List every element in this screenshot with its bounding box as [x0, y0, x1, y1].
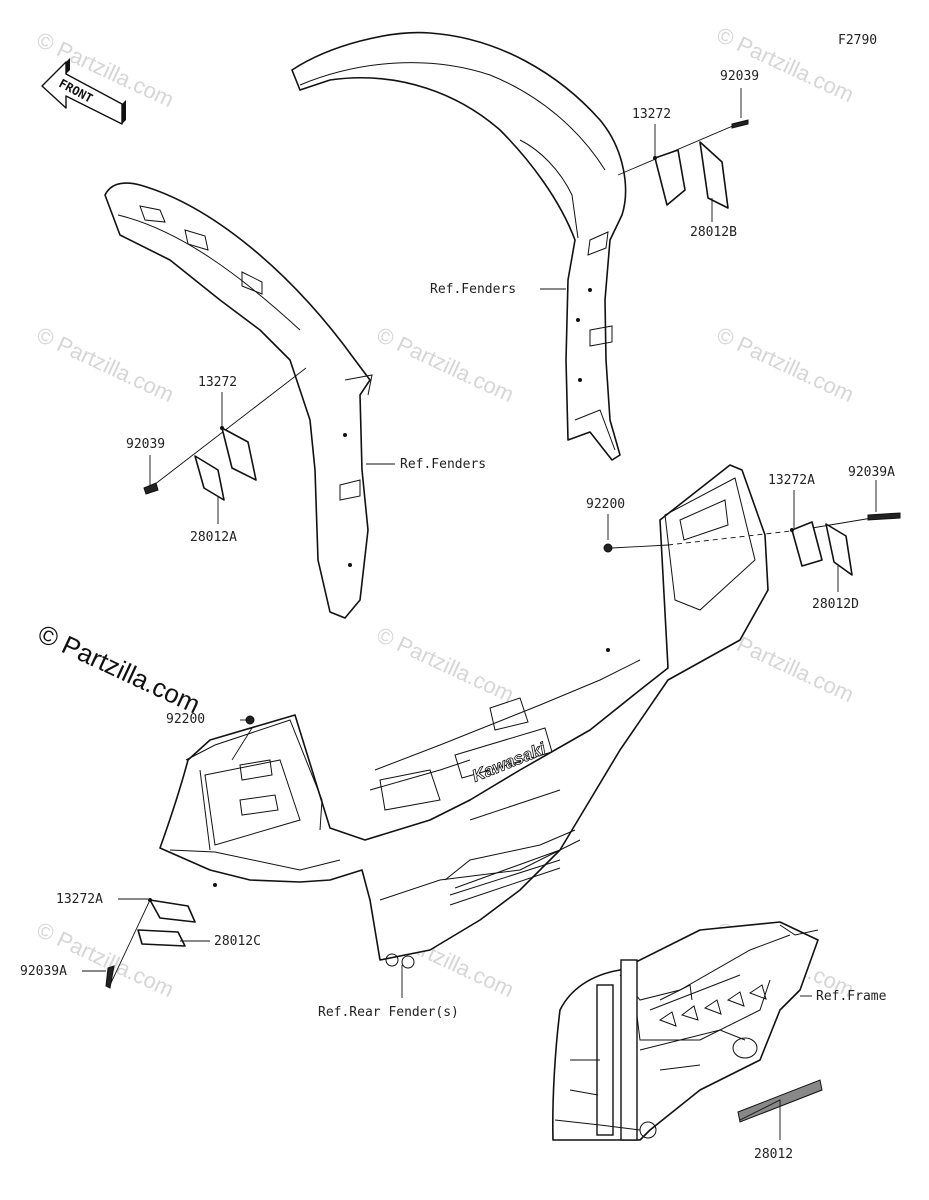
watermark: © Partzilla.com [373, 622, 518, 707]
label-13272a-left: 13272A [56, 892, 103, 907]
fastener-group-left [143, 367, 307, 501]
figure-code: F2790 [838, 33, 877, 48]
fastener-group-lower-left [105, 715, 255, 989]
label-13272-left: 13272 [198, 375, 237, 390]
label-28012-bottom: 28012 [754, 1147, 793, 1162]
watermark: © Partzilla.com [33, 917, 178, 1002]
label-92200-right: 92200 [586, 497, 625, 512]
frame-inset [552, 921, 819, 1141]
label-28012c: 28012C [214, 934, 261, 949]
label-92039a-left: 92039A [20, 964, 67, 979]
label-92200-left: 92200 [166, 712, 205, 727]
label-ref-rear-fender: Ref.Rear Fender(s) [318, 1005, 459, 1020]
label-sticker-28012 [737, 1079, 823, 1140]
fastener-group-top [617, 119, 749, 209]
watermark-bold: © Partzilla.com [33, 618, 204, 719]
upper-right-fender [291, 31, 627, 461]
front-arrow-icon: FRONT [41, 58, 126, 125]
label-ref-frame: Ref.Frame [816, 989, 887, 1004]
watermark: © Partzilla.com [33, 322, 178, 407]
label-28012a: 28012A [190, 530, 237, 545]
label-ref-fenders-upper: Ref.Fenders [430, 282, 516, 297]
label-92039-top: 92039 [720, 69, 759, 84]
rear-fender-body: Kawasaki [159, 464, 769, 969]
label-ref-fenders-lower: Ref.Fenders [400, 457, 486, 472]
fastener-group-right [603, 512, 901, 576]
watermark: © Partzilla.com [713, 22, 858, 107]
label-92039-left: 92039 [126, 437, 165, 452]
left-front-fender [104, 182, 373, 619]
label-13272-top: 13272 [632, 107, 671, 122]
label-13272a-right: 13272A [768, 473, 815, 488]
label-92039a-right: 92039A [848, 465, 895, 480]
label-28012d: 28012D [812, 597, 859, 612]
watermark: © Partzilla.com [373, 322, 518, 407]
label-28012b: 28012B [690, 225, 737, 240]
watermark: © Partzilla.com [713, 322, 858, 407]
